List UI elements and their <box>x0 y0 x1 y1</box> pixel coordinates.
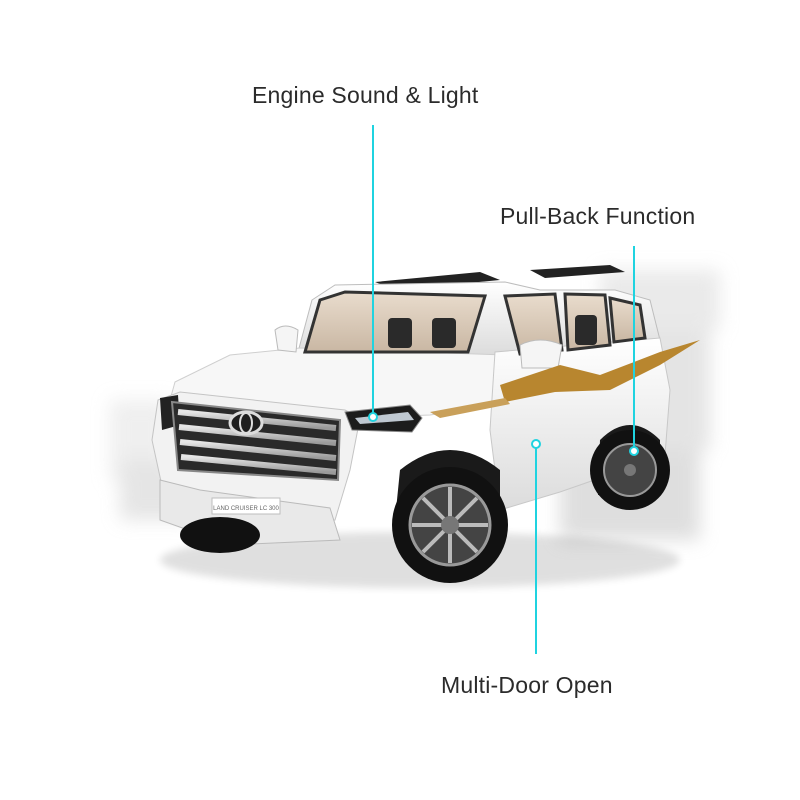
mirror-left <box>274 325 299 353</box>
front-left-wheel <box>180 517 260 553</box>
callout-label-pullback: Pull-Back Function <box>500 203 696 229</box>
brand-emblem <box>228 410 264 436</box>
front-grille <box>170 400 342 482</box>
license-plate-text: LAND CRUISER LC 300 <box>213 506 279 512</box>
mirror-right <box>519 339 563 369</box>
license-plate <box>211 497 281 515</box>
callout-dot-pullback <box>629 446 639 456</box>
callout-dot-engine <box>368 412 378 422</box>
callout-label-doors: Multi-Door Open <box>441 672 613 698</box>
callout-dots <box>368 412 639 456</box>
windows <box>303 290 647 356</box>
callout-lines <box>372 125 635 654</box>
front-wheel <box>392 467 508 583</box>
callout-dot-doors <box>531 439 541 449</box>
rear-wheel <box>590 430 670 510</box>
side-stripe <box>430 340 700 418</box>
callout-label-engine: Engine Sound & Light <box>252 82 479 108</box>
